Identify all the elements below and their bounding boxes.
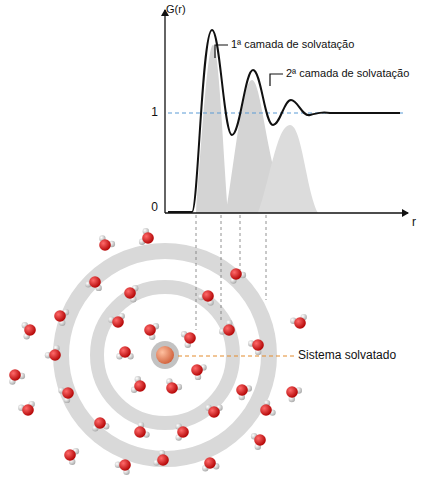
oxygen-atom (119, 459, 131, 471)
oxygen-atom (112, 316, 124, 328)
water-molecules (9, 228, 307, 475)
oxygen-atom (24, 324, 36, 336)
oxygen-atom (191, 364, 203, 376)
oxygen-atom (22, 404, 34, 416)
x-axis (165, 212, 408, 213)
oxygen-atom (99, 239, 111, 251)
oxygen-atom (94, 417, 106, 429)
oxygen-atom (166, 382, 178, 394)
oxygen-atom (157, 454, 169, 466)
oxygen-atom (252, 339, 264, 351)
callout-leader (215, 45, 228, 58)
oxygen-atom (236, 384, 248, 396)
oxygen-atom (204, 457, 216, 469)
solute-sphere (156, 346, 174, 364)
oxygen-atom (142, 232, 154, 244)
solute-halo (151, 341, 179, 369)
annotation: Sistema solvatado (298, 349, 396, 363)
oxygen-atom (9, 369, 21, 381)
oxygen-atom (134, 426, 146, 438)
tick-label: 1 (151, 106, 158, 120)
oxygen-atom (124, 287, 136, 299)
oxygen-atom (64, 449, 76, 461)
annotation: 2ª camada de solvatação (286, 67, 409, 80)
rdf-curve (168, 30, 400, 212)
second-shell (61, 251, 269, 459)
axis-title: G(r) (166, 3, 186, 16)
oxygen-atom (202, 290, 214, 302)
oxygen-atom (54, 310, 66, 322)
oxygen-atom (184, 332, 196, 344)
oxygen-atom (223, 324, 235, 336)
guide-lines (196, 215, 266, 330)
tick-label: 0 (151, 201, 158, 215)
solute-leader (178, 356, 294, 357)
annotation: 1ª camada de solvatação (231, 38, 354, 51)
oxygen-atom (286, 386, 298, 398)
first-shell (97, 287, 233, 423)
oxygen-atom (134, 380, 146, 392)
oxygen-atom (254, 434, 266, 446)
callout-leader (270, 74, 283, 86)
oxygen-atom (49, 349, 61, 361)
oxygen-atom (89, 276, 101, 288)
oxygen-atom (144, 324, 156, 336)
oxygen-atom (177, 426, 189, 438)
oxygen-atom (208, 406, 220, 418)
peak-shade (258, 125, 318, 213)
axis-title: r (412, 216, 416, 230)
oxygen-atom (294, 317, 306, 329)
oxygen-atom (230, 268, 242, 280)
oxygen-atom (260, 404, 272, 416)
oxygen-atom (119, 346, 131, 358)
y-axis (164, 10, 165, 213)
oxygen-atom (62, 387, 74, 399)
